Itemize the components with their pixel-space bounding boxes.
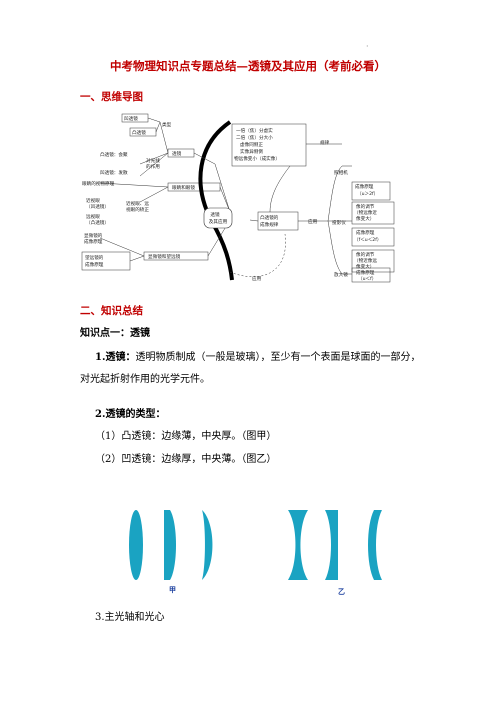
label-convex-lens: 凸透镜 [132, 129, 146, 136]
top-dot: · [366, 42, 369, 51]
camera-adjust-1: 像的调节 [356, 203, 375, 210]
item1-line-1: 1.透镜：透明物质制成（一般是玻璃），至少有一个表面是球面的一部分， [95, 351, 425, 365]
projector-principle-2: （f＜u＜2f） [354, 237, 381, 243]
center-label-2: 及其应用 [209, 218, 228, 225]
projector-adjust-2: （物近像远 [354, 257, 377, 264]
camera-adjust-3: 像变大） [356, 215, 374, 222]
item1-line-2: 对光起折射作用的光学元件。 [80, 374, 210, 385]
section-mindmap-heading: 一、思维导图 [80, 91, 143, 103]
label-telescope-1: 望远镜的 [85, 254, 104, 261]
meniscus-concave-lens [368, 510, 382, 580]
item1-term: 1.透镜： [95, 352, 136, 363]
box-magnifier-principle [351, 267, 391, 283]
label-effect-2: 的作用 [146, 163, 160, 170]
label-scopes: 显微镜和望远镜 [148, 253, 181, 260]
item3-title: 3.主光轴和光心 [95, 612, 165, 623]
mind-map: 透镜 及其应用 凹透镜 凸透镜 类型 透镜 凸透镜：会聚 对光线 的作用 凹透镜… [81, 113, 395, 283]
item2-concave: （2）凹透镜：边缘厚，中央薄。（图乙） [95, 454, 277, 465]
box-camera-principle [351, 181, 391, 201]
label-eye-principle: 眼睛的视物原理 [82, 180, 115, 187]
label-correction-1: 近视眼、远 [126, 200, 149, 207]
label-concave-lens: 凹透镜 [124, 115, 138, 122]
rule-line-1: 一倍（焦）分虚实 [236, 127, 273, 134]
label-microscope-2: 成像原理 [84, 238, 103, 245]
label-effect-1: 对光线 [146, 157, 160, 164]
label-convex-converge: 凸透镜：会聚 [100, 151, 128, 158]
label-type: 类型 [162, 121, 172, 128]
biconvex-lens [129, 510, 143, 580]
label-application: 应用 [308, 218, 318, 225]
label-apply-dashed: 应用 [252, 275, 262, 282]
label-microscope-1: 显微镜的 [84, 232, 103, 239]
meniscus-convex-lens [202, 510, 213, 580]
camera-principle-1: 成像原理 [355, 183, 374, 190]
center-label-1: 透镜 [210, 211, 220, 218]
rule-line-3: 虚像同侧正 [240, 141, 263, 148]
section-knowledge-heading: 二、知识总结 [80, 305, 143, 317]
central-arc [198, 120, 234, 281]
rule-line-2: 二倍（焦）分大小 [236, 134, 273, 141]
center-node [203, 207, 233, 229]
dashed-arrow [229, 233, 286, 277]
camera-adjust-2: （物远像近 [354, 209, 377, 216]
label-telescope-2: 成像原理 [85, 261, 104, 268]
label-myopia-2: （凹透镜） [86, 203, 109, 210]
item2-title: 2.透镜的类型： [95, 409, 166, 420]
knowledge-point-1: 知识点一：透镜 [80, 328, 150, 339]
label-convex-rule-2: 成像规律 [260, 221, 279, 228]
projector-adjust-1: 像的调节 [356, 251, 375, 258]
label-myopia-1: 近视眼 [86, 197, 100, 204]
box-camera-adjust [351, 201, 395, 225]
box-rule [231, 123, 307, 167]
box-projector-adjust [351, 249, 395, 273]
label-rule: 规律 [320, 139, 330, 146]
label-hyperopia-1: 远视眼 [86, 213, 100, 220]
label-eye-glasses: 眼睛和眼镜 [172, 184, 195, 191]
label-projector: 投影仪 [332, 219, 346, 226]
magnifier-principle-2: （u＜f） [358, 276, 376, 282]
label-magnifier: 放大镜 [334, 271, 348, 278]
item1-text-a: 透明物质制成（一般是玻璃），至少有一个表面是球面的一部分， [135, 352, 421, 363]
rule-line-5: 物远像变小（成实像） [234, 155, 280, 162]
biconcave-lens [288, 510, 308, 580]
label-camera: 照相机 [334, 169, 348, 176]
projector-adjust-3: 像变大） [356, 263, 374, 270]
plano-concave-lens [325, 510, 338, 580]
camera-principle-2: （u＞2f） [357, 191, 378, 197]
label-lens: 透镜 [172, 150, 182, 157]
label-jia: 甲 [169, 586, 176, 594]
label-yi: 乙 [338, 588, 345, 596]
lens-figures [129, 510, 382, 580]
item2-convex: （1）凸透镜：边缘薄，中央厚。（图甲） [95, 431, 277, 442]
rule-line-4: 实像异侧倒 [240, 148, 263, 155]
label-correction-2: 视眼的矫正 [126, 206, 149, 213]
magnifier-principle-1: 成像原理 [356, 269, 375, 276]
box-projector-principle [351, 227, 395, 247]
label-convex-rule-1: 凸透镜的 [260, 214, 279, 221]
projector-principle-1: 成像原理 [356, 229, 375, 236]
page-title: 中考物理知识点专题总结—透镜及其应用（考前必看） [110, 59, 386, 73]
plano-convex-lens [164, 510, 176, 580]
label-concave-diverge: 凹透镜：发散 [100, 169, 128, 176]
label-hyperopia-2: （凸透镜） [86, 219, 109, 226]
